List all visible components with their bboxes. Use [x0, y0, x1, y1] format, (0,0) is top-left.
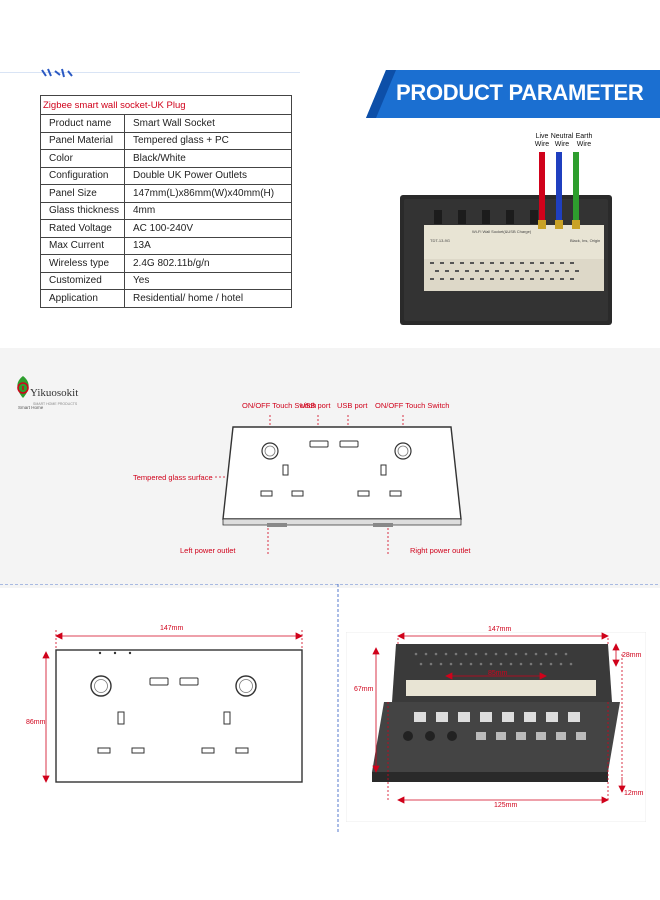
earth-wire-label-line1: Earth — [575, 133, 593, 140]
param-value: 4mm — [124, 201, 292, 220]
callout-glass: Tempered glass surface — [133, 473, 213, 482]
callout-usb-right: USB port — [337, 401, 368, 410]
side-depth-label: 28mm — [622, 652, 642, 659]
module-brand: Black, Ins, Origin — [570, 238, 601, 243]
param-key: Configuration — [40, 166, 125, 185]
brand-name: Yikuosokit — [30, 387, 79, 399]
module-code: TDT-13-9G — [430, 238, 451, 243]
banner-title: PRODUCT PARAMETER — [396, 80, 644, 105]
param-key: Product name — [40, 114, 125, 133]
param-value: 147mm(L)x86mm(W)x40mm(H) — [124, 184, 292, 203]
live-wire-label-line1: Live — [535, 133, 549, 140]
param-key: Panel Material — [40, 131, 125, 150]
side-inner-label: 85mm — [488, 670, 508, 677]
param-value: AC 100-240V — [124, 219, 292, 238]
table-title-row: Zigbee smart wall socket-UK Plug — [40, 95, 292, 115]
module-title: Wi-Fi Wall Socket(&USB Charge) — [472, 229, 532, 234]
earth-wire-label: Earth Wire — [572, 133, 596, 149]
param-key: Color — [40, 149, 125, 168]
param-key: Customized — [40, 271, 125, 290]
callout-switch-left: ON/OFF Touch Switch — [242, 401, 317, 410]
brand-subtitle: SMART HOME PRODUCTS — [33, 402, 78, 406]
param-value: Double UK Power Outlets — [124, 166, 292, 185]
side-dimension-diagram — [345, 631, 647, 827]
brand-caption: Smart Home — [18, 405, 44, 410]
neutral-wire-label: Neutral Wire — [550, 133, 574, 149]
side-width-label: 147mm — [488, 626, 512, 633]
param-value: Smart Wall Socket — [124, 114, 292, 133]
param-value: Residential/ home / hotel — [124, 289, 292, 308]
param-key: Rated Voltage — [40, 219, 125, 238]
front-height-label: 86mm — [26, 719, 46, 726]
section-divider — [0, 583, 660, 839]
callout-switch-right: ON/OFF Touch Switch — [375, 401, 450, 410]
param-value: Yes — [124, 271, 292, 290]
top-decoration-strip — [0, 66, 300, 80]
front-width-label: 147mm — [160, 625, 184, 632]
param-value: 13A — [124, 236, 292, 255]
socket-perspective-diagram — [215, 415, 475, 570]
earth-wire-label-line2: Wire — [576, 141, 592, 148]
table-title: Zigbee smart wall socket-UK Plug — [40, 95, 292, 115]
side-thickness-label: 12mm — [624, 790, 644, 797]
banner-background — [366, 70, 660, 118]
parameter-table: Zigbee smart wall socket-UK Plug Product… — [40, 95, 292, 308]
socket-back-image — [400, 130, 640, 330]
param-key: Panel Size — [40, 184, 125, 203]
param-value: Black/White — [124, 149, 292, 168]
param-key: Wireless type — [40, 254, 125, 273]
neutral-wire-label-line2: Wire — [554, 141, 570, 148]
front-dimension-diagram — [20, 620, 320, 795]
callout-left-outlet: Left power outlet — [180, 546, 236, 555]
side-height-label: 67mm — [354, 686, 374, 693]
live-wire-label-line2: Wire — [534, 141, 550, 148]
callout-usb-left: USB port — [300, 401, 331, 410]
brand-logo-icon — [12, 372, 34, 405]
param-value: Tempered glass + PC — [124, 131, 292, 150]
param-value: 2.4G 802.11b/g/n — [124, 254, 292, 273]
side-bottom-label: 125mm — [494, 802, 518, 809]
live-wire-label: Live Wire — [530, 133, 554, 149]
param-key: Glass thickness — [40, 201, 125, 220]
callout-right-outlet: Right power outlet — [410, 546, 471, 555]
param-key: Max Current — [40, 236, 125, 255]
neutral-wire-label-line1: Neutral — [550, 133, 574, 140]
param-key: Application — [40, 289, 125, 308]
